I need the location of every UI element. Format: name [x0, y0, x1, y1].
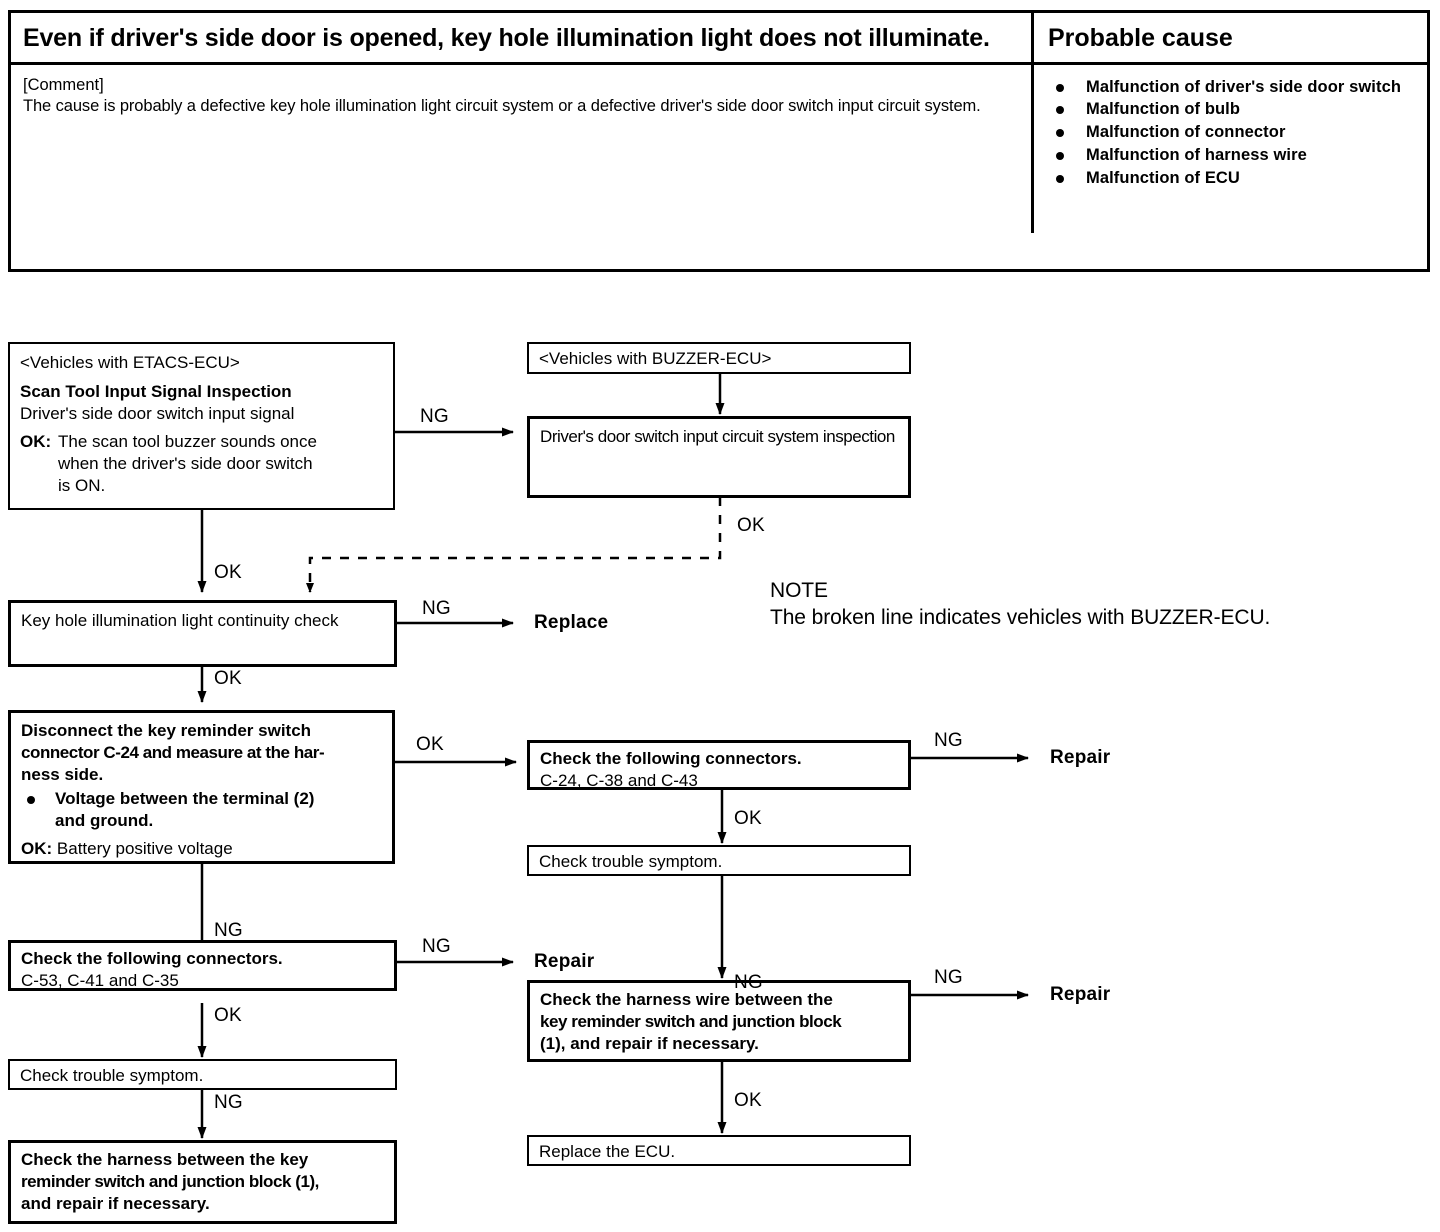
terminal-repair-right-connectors: Repair — [1050, 747, 1111, 768]
bullet-icon — [1056, 129, 1064, 138]
disconnect-line1: Disconnect the key reminder switch — [21, 721, 312, 740]
probable-cause-header: Probable cause — [1048, 24, 1233, 52]
edge-label-ok-etacs-down: OK — [214, 562, 242, 583]
symptom-header-cell: Even if driver's side door is opened, ke… — [11, 13, 1031, 62]
cause-text: Malfunction of ECU — [1086, 168, 1240, 187]
etacs-ok-label: OK: — [20, 432, 52, 452]
harness-right-line2: key reminder switch and junction block — [540, 1011, 842, 1031]
probable-cause-header-cell: Probable cause — [1031, 13, 1427, 62]
disconnect-bullet-line2: and ground. — [55, 811, 154, 830]
harness-left-line1: Check the harness between the key — [21, 1150, 309, 1169]
connectors-left-title: Check the following connectors. — [21, 949, 283, 968]
edge-label-ng-right-trouble: NG — [734, 972, 763, 993]
list-item: Malfunction of ECU — [1048, 168, 1415, 190]
etacs-ok-line2: when the driver's side door switch — [58, 454, 313, 473]
disconnect-line3: ness side. — [21, 764, 104, 784]
harness-right-line1: Check the harness wire between the — [540, 990, 833, 1009]
edge-label-ng-continuity: NG — [422, 598, 451, 619]
cause-text: Malfunction of harness wire — [1086, 145, 1307, 164]
list-item: Malfunction of harness wire — [1048, 145, 1415, 167]
box-etacs-scan-tool-inspection: <Vehicles with ETACS-ECU> Scan Tool Inpu… — [8, 342, 395, 510]
symptom-title: Even if driver's side door is opened, ke… — [23, 24, 990, 52]
bullet-icon — [1056, 83, 1064, 92]
bullet-icon — [1056, 106, 1064, 115]
comment-cell: [Comment] The cause is probably a defect… — [11, 65, 1031, 233]
buzzer-header-text: <Vehicles with BUZZER-ECU> — [539, 349, 772, 368]
symptom-table-body-row: [Comment] The cause is probably a defect… — [11, 64, 1427, 233]
edge-label-ok-dashed: OK — [737, 515, 765, 536]
disconnect-ok-text: Battery positive voltage — [56, 838, 233, 858]
replace-ecu-text: Replace the ECU. — [539, 1142, 676, 1161]
door-switch-inspection-text: Driver's door switch input circuit syste… — [540, 427, 895, 446]
box-check-harness-wire-right: Check the harness wire between the key r… — [527, 980, 911, 1062]
box-buzzer-ecu-header: <Vehicles with BUZZER-ECU> — [527, 342, 911, 374]
terminal-repair-left-connectors: Repair — [534, 951, 595, 972]
cause-text: Malfunction of bulb — [1086, 100, 1241, 119]
box-check-trouble-symptom-right: Check trouble symptom. — [527, 845, 911, 876]
box-check-connectors-left: Check the following connectors. C-53, C-… — [8, 940, 397, 991]
edge-label-ng-etacs: NG — [420, 406, 449, 427]
box-check-trouble-symptom-left: Check trouble symptom. — [8, 1059, 397, 1090]
etacs-ok-line1: The scan tool buzzer sounds once — [58, 432, 317, 452]
bullet-icon — [27, 796, 35, 805]
box-disconnect-key-reminder-switch: Disconnect the key reminder switch conne… — [8, 710, 395, 864]
probable-cause-cell: Malfunction of driver's side door switch… — [1031, 64, 1427, 233]
edge-label-ng-left-trouble: NG — [214, 1092, 243, 1113]
note-text: The broken line indicates vehicles with … — [770, 605, 1271, 629]
harness-right-line3: (1), and repair if necessary. — [540, 1033, 759, 1053]
terminal-repair-harness-wire: Repair — [1050, 984, 1111, 1005]
box-continuity-check: Key hole illumination light continuity c… — [8, 600, 397, 667]
list-item: Malfunction of bulb — [1048, 99, 1415, 121]
trouble-symptom-left-text: Check trouble symptom. — [20, 1066, 204, 1085]
connectors-right-title: Check the following connectors. — [540, 749, 802, 768]
note-block: NOTE The broken line indicates vehicles … — [770, 578, 1270, 632]
edge-label-ng-harness-wire: NG — [934, 967, 963, 988]
edge-label-ok-right-connectors-down: OK — [734, 808, 762, 829]
edge-label-ok-continuity-down: OK — [214, 668, 242, 689]
disconnect-bullet: Voltage between the terminal (2) and gro… — [21, 788, 383, 832]
box-check-connectors-right: Check the following connectors. C-24, C-… — [527, 740, 911, 790]
disconnect-line2: connector C-24 and measure at the har- — [21, 742, 325, 762]
edge-label-ng-right-connectors: NG — [934, 730, 963, 751]
etacs-title: Scan Tool Input Signal Inspection — [20, 381, 292, 401]
terminal-replace: Replace — [534, 612, 609, 633]
probable-cause-list: Malfunction of driver's side door switch… — [1048, 77, 1415, 190]
bullet-icon — [1056, 151, 1064, 160]
harness-left-line3: and repair if necessary. — [21, 1193, 210, 1213]
continuity-check-text: Key hole illumination light continuity c… — [21, 611, 339, 630]
box-door-switch-input-circuit-inspection: Driver's door switch input circuit syste… — [527, 416, 911, 498]
trouble-symptom-right-text: Check trouble symptom. — [539, 852, 723, 871]
list-item: Malfunction of driver's side door switch — [1048, 77, 1415, 99]
disconnect-ok-label: OK: — [21, 838, 53, 858]
comment-label: [Comment] — [23, 75, 104, 94]
symptom-table-header-row: Even if driver's side door is opened, ke… — [11, 13, 1427, 65]
bullet-icon — [1056, 174, 1064, 183]
edge-label-ok-harness-wire-down: OK — [734, 1090, 762, 1111]
edge-label-ok-disconnect: OK — [416, 734, 444, 755]
connectors-left-list: C-53, C-41 and C-35 — [21, 970, 179, 990]
edge-label-ng-disconnect-down: NG — [214, 920, 243, 941]
note-title: NOTE — [770, 579, 828, 602]
cause-text: Malfunction of connector — [1086, 123, 1286, 142]
etacs-subtitle: Driver's side door switch input signal — [20, 403, 295, 423]
disconnect-bullet-line1: Voltage between the terminal (2) — [55, 789, 315, 809]
harness-left-line2: reminder switch and junction block (1), — [21, 1171, 319, 1191]
etacs-ok-line3: is ON. — [58, 475, 106, 495]
comment-text: The cause is probably a defective key ho… — [23, 96, 981, 115]
list-item: Malfunction of connector — [1048, 122, 1415, 144]
symptom-table: Even if driver's side door is opened, ke… — [8, 10, 1430, 272]
edge-label-ng-left-connectors: NG — [422, 936, 451, 957]
connectors-right-list: C-24, C-38 and C-43 — [540, 770, 698, 790]
box-replace-ecu: Replace the ECU. — [527, 1135, 911, 1166]
edge-label-ok-left-connectors-down: OK — [214, 1005, 242, 1026]
cause-text: Malfunction of driver's side door switch — [1086, 77, 1402, 96]
etacs-header: <Vehicles with ETACS-ECU> — [20, 353, 240, 372]
box-check-harness-left: Check the harness between the key remind… — [8, 1140, 397, 1224]
